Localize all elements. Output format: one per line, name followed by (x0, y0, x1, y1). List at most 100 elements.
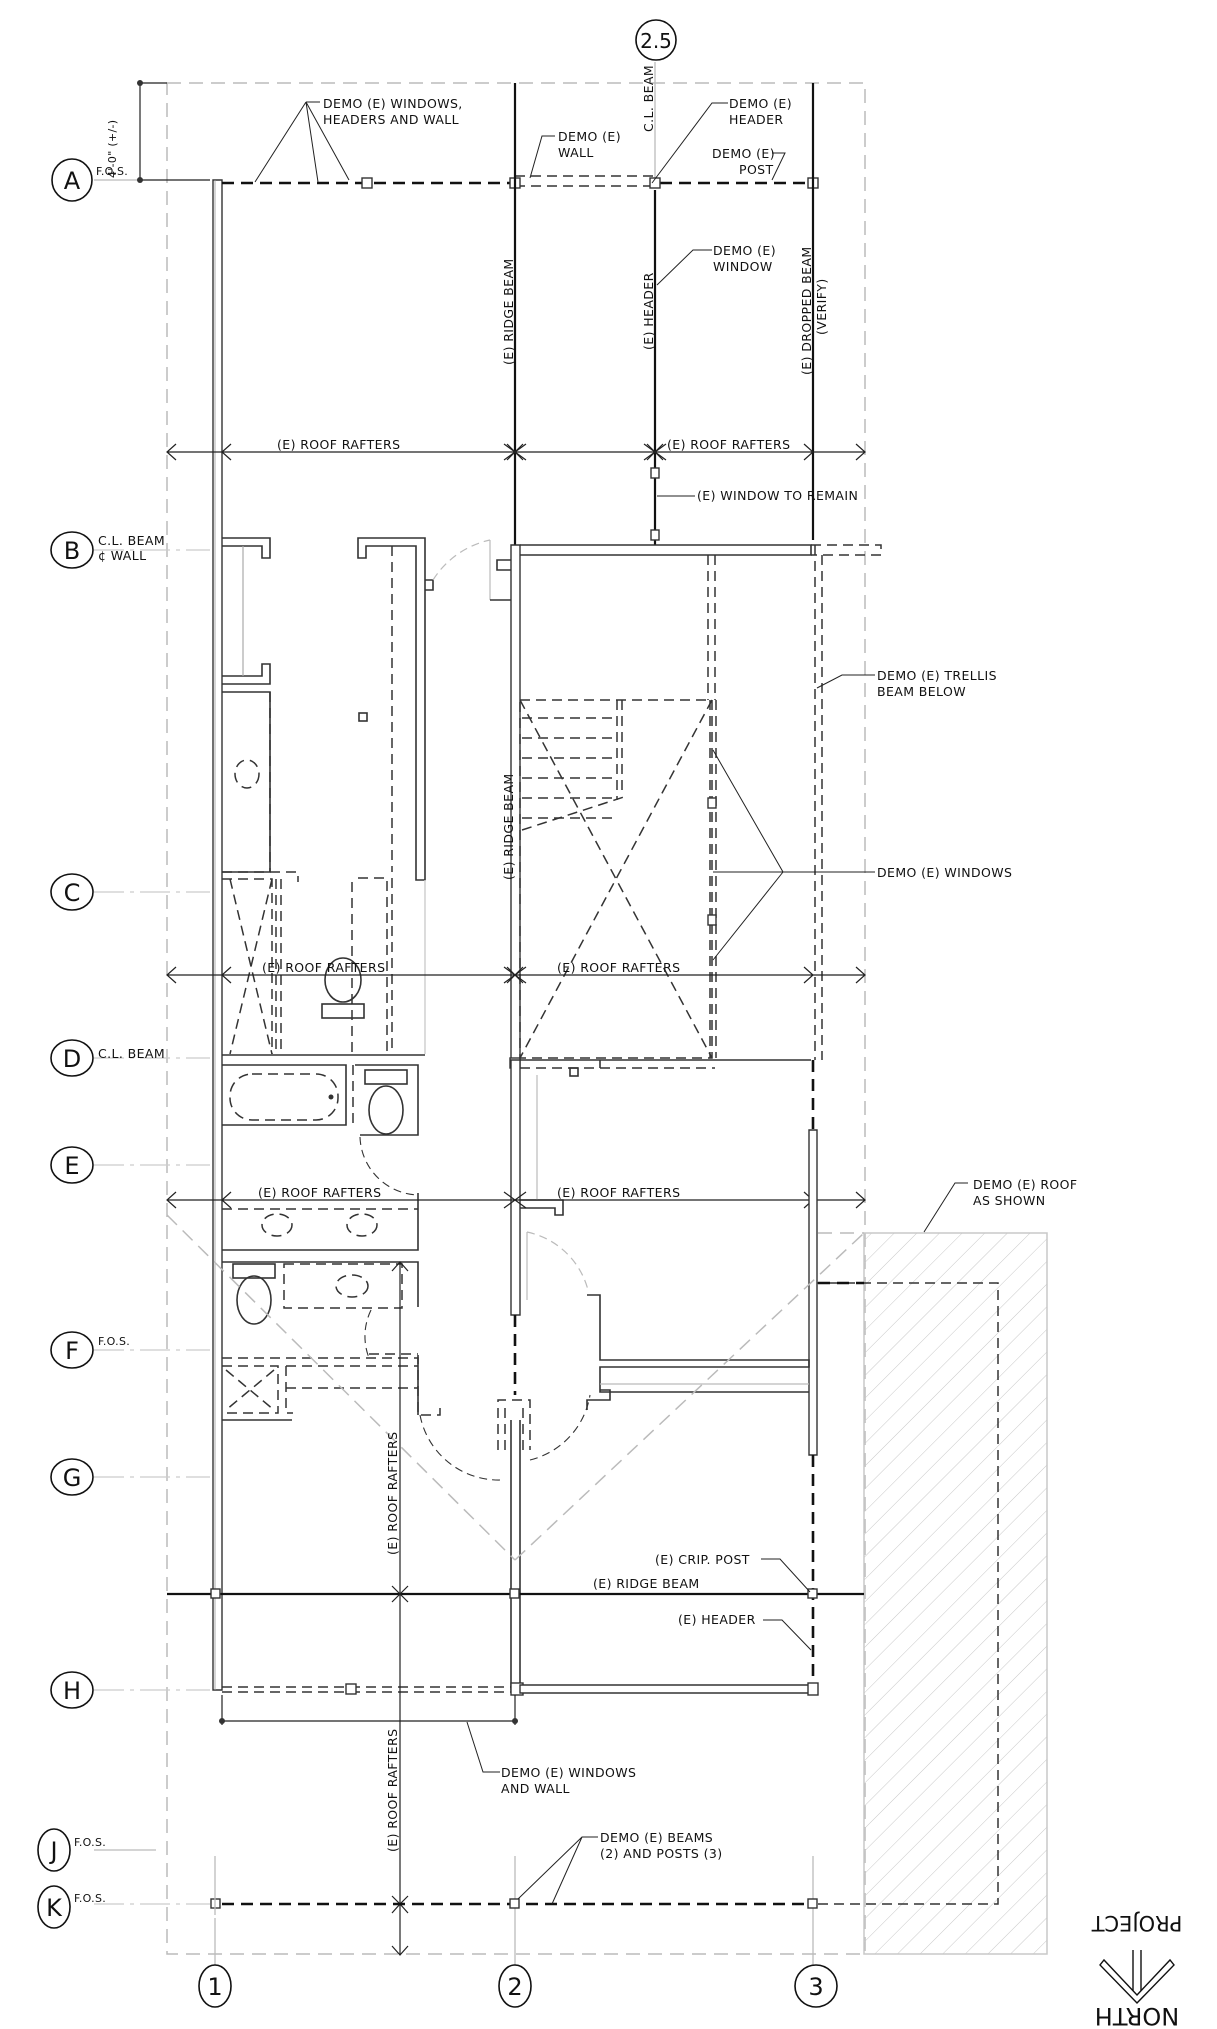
note-demo-windows-wall-1: DEMO (E) WINDOWS (501, 1765, 636, 1780)
note-demo-post-1: DEMO (E) (712, 146, 775, 161)
svg-text:E: E (64, 1152, 79, 1180)
dropped-beam-label: (E) DROPPED BEAM (799, 246, 814, 375)
dimension-text: 4'-0" (+/-) (106, 120, 119, 178)
demo-wall-row-a (222, 175, 819, 189)
grid-bubble-h: H (50, 1671, 94, 1709)
exterior-wall-grid-1 (212, 179, 223, 1691)
roof-slope-lines (166, 1214, 865, 1561)
note-demo-trellis-2: BEAM BELOW (877, 684, 966, 699)
rafter-label-mid-left: (E) ROOF RAFTERS (262, 960, 385, 975)
grid-bubble-a: A F.O.S. (51, 158, 128, 202)
note-demo-roof-1: DEMO (E) ROOF (973, 1177, 1078, 1192)
ridge-beam-horizontal: (E) RIDGE BEAM (167, 1576, 864, 1599)
grid-bubble-b: B C.L. BEAM ¢ WALL (50, 531, 165, 569)
note-crip-post: (E) CRIP. POST (655, 1552, 750, 1567)
rafter-line-low: (E) ROOF RAFTERS (E) ROOF RAFTERS (166, 1185, 866, 1209)
note-header: (E) HEADER (678, 1612, 756, 1627)
svg-text:1: 1 (207, 1973, 222, 2001)
vertical-labels-top: (E) RIDGE BEAM (E) HEADER (E) DROPPED BE… (501, 65, 829, 375)
right-rooms (586, 1060, 864, 1690)
svg-text:D: D (63, 1045, 81, 1073)
svg-text:F.O.S.: F.O.S. (98, 1335, 130, 1348)
demo-roof-area (813, 1232, 1048, 1955)
note-demo-wall-2: WALL (558, 145, 594, 160)
rafter-label-top-right: (E) ROOF RAFTERS (667, 437, 790, 452)
demo-beam-row-k (210, 1856, 818, 1915)
note-demo-windows-headers-1: DEMO (E) WINDOWS, (323, 96, 463, 111)
center-wall-grid-2 (419, 544, 882, 1691)
rafter-label-mid-right: (E) ROOF RAFTERS (557, 960, 680, 975)
svg-text:2.5: 2.5 (640, 29, 672, 53)
note-demo-windows-wall-2: AND WALL (501, 1781, 570, 1796)
bathroom-lower (222, 1064, 441, 1421)
note-demo-window-2: WINDOW (713, 259, 773, 274)
svg-text:B: B (64, 537, 80, 565)
roof-rafters-vertical-label-1: (E) ROOF RAFTERS (385, 1432, 400, 1555)
svg-text:J: J (48, 1837, 57, 1865)
grid-bubble-2-5: 2.5 (635, 19, 677, 61)
grid-bubble-3: 3 (794, 1964, 838, 2008)
svg-text:F.O.S.: F.O.S. (96, 165, 128, 178)
ridge-beam-top-label: (E) RIDGE BEAM (501, 258, 516, 365)
grid-bubble-c: C (50, 873, 94, 911)
rafter-line-top: (E) ROOF RAFTERS (E) ROOF RAFTERS (166, 437, 866, 461)
note-demo-windows: DEMO (E) WINDOWS (877, 865, 1012, 880)
ridge-beam-h-label: (E) RIDGE BEAM (593, 1576, 700, 1591)
header-top-label: (E) HEADER (641, 272, 656, 350)
note-demo-beams-2: (2) AND POSTS (3) (600, 1846, 723, 1861)
property-boundary (166, 82, 866, 1955)
svg-text:2: 2 (507, 1973, 522, 2001)
grid-bubble-f: F F.O.S. (50, 1331, 130, 1369)
stair-opening: (E) RIDGE BEAM (501, 699, 717, 1059)
north-arrow-project-text: PROJECT (1091, 1911, 1182, 1935)
column-grid-bubbles: 1 2 2.5 3 (198, 19, 838, 2008)
note-window-to-remain: (E) WINDOW TO REMAIN (697, 488, 858, 503)
note-demo-beams-1: DEMO (E) BEAMS (600, 1830, 713, 1845)
bathroom-upper (222, 871, 426, 1056)
svg-text:A: A (64, 167, 81, 195)
svg-text:¢ WALL: ¢ WALL (98, 548, 146, 563)
roof-rafters-vertical-label-2: (E) ROOF RAFTERS (385, 1729, 400, 1852)
grid-bubble-d: D C.L. BEAM (50, 1039, 165, 1077)
svg-text:C: C (64, 879, 81, 907)
left-rooms (222, 537, 520, 881)
dimension-4ft: 4'-0" (+/-) (106, 80, 210, 183)
grid-bubble-g: G (50, 1458, 94, 1496)
grid-bubble-e: E (50, 1146, 94, 1184)
note-demo-header-2: HEADER (729, 112, 783, 127)
note-demo-window-1: DEMO (E) (713, 243, 776, 258)
note-demo-post-2: POST (739, 162, 774, 177)
grid-bubble-j: J F.O.S. (37, 1828, 106, 1872)
cl-beam-label: C.L. BEAM (641, 65, 656, 132)
note-demo-roof-2: AS SHOWN (973, 1193, 1046, 1208)
annotations: DEMO (E) WINDOWS, HEADERS AND WALL DEMO … (254, 96, 1078, 1905)
note-demo-wall-1: DEMO (E) (558, 129, 621, 144)
header-grid-2-5 (650, 190, 660, 545)
ridge-beam-mid-label: (E) RIDGE BEAM (501, 773, 516, 880)
svg-text:3: 3 (808, 1973, 823, 2001)
wall-row-h (219, 1682, 819, 1725)
note-demo-windows-headers-2: HEADERS AND WALL (323, 112, 459, 127)
row-grid-bubbles: A F.O.S. B C.L. BEAM ¢ WALL C D C.L. BEA… (37, 158, 165, 1929)
svg-text:G: G (63, 1464, 82, 1492)
rafter-label-low-left: (E) ROOF RAFTERS (258, 1185, 381, 1200)
rafter-label-top-left: (E) ROOF RAFTERS (277, 437, 400, 452)
grid-bubble-2: 2 (498, 1964, 532, 2008)
note-demo-header-1: DEMO (E) (729, 96, 792, 111)
grid-bubble-k: K F.O.S. (37, 1885, 106, 1929)
north-arrow: PROJECT NORTH (1091, 1911, 1182, 2029)
svg-text:K: K (46, 1894, 63, 1922)
rafter-label-low-right: (E) ROOF RAFTERS (557, 1185, 680, 1200)
svg-text:F.O.S.: F.O.S. (74, 1892, 106, 1905)
note-demo-trellis-1: DEMO (E) TRELLIS (877, 668, 997, 683)
svg-text:C.L. BEAM: C.L. BEAM (98, 533, 165, 548)
rafter-line-mid: (E) ROOF RAFTERS (E) ROOF RAFTERS (166, 960, 866, 984)
grid-bubble-1: 1 (198, 1964, 232, 2008)
north-arrow-north-text: NORTH (1095, 2002, 1179, 2029)
verify-label: (VERIFY) (814, 278, 829, 335)
grid-lines (94, 62, 814, 1966)
svg-text:C.L. BEAM: C.L. BEAM (98, 1046, 165, 1061)
svg-text:F: F (65, 1337, 79, 1365)
svg-text:F.O.S.: F.O.S. (74, 1836, 106, 1849)
